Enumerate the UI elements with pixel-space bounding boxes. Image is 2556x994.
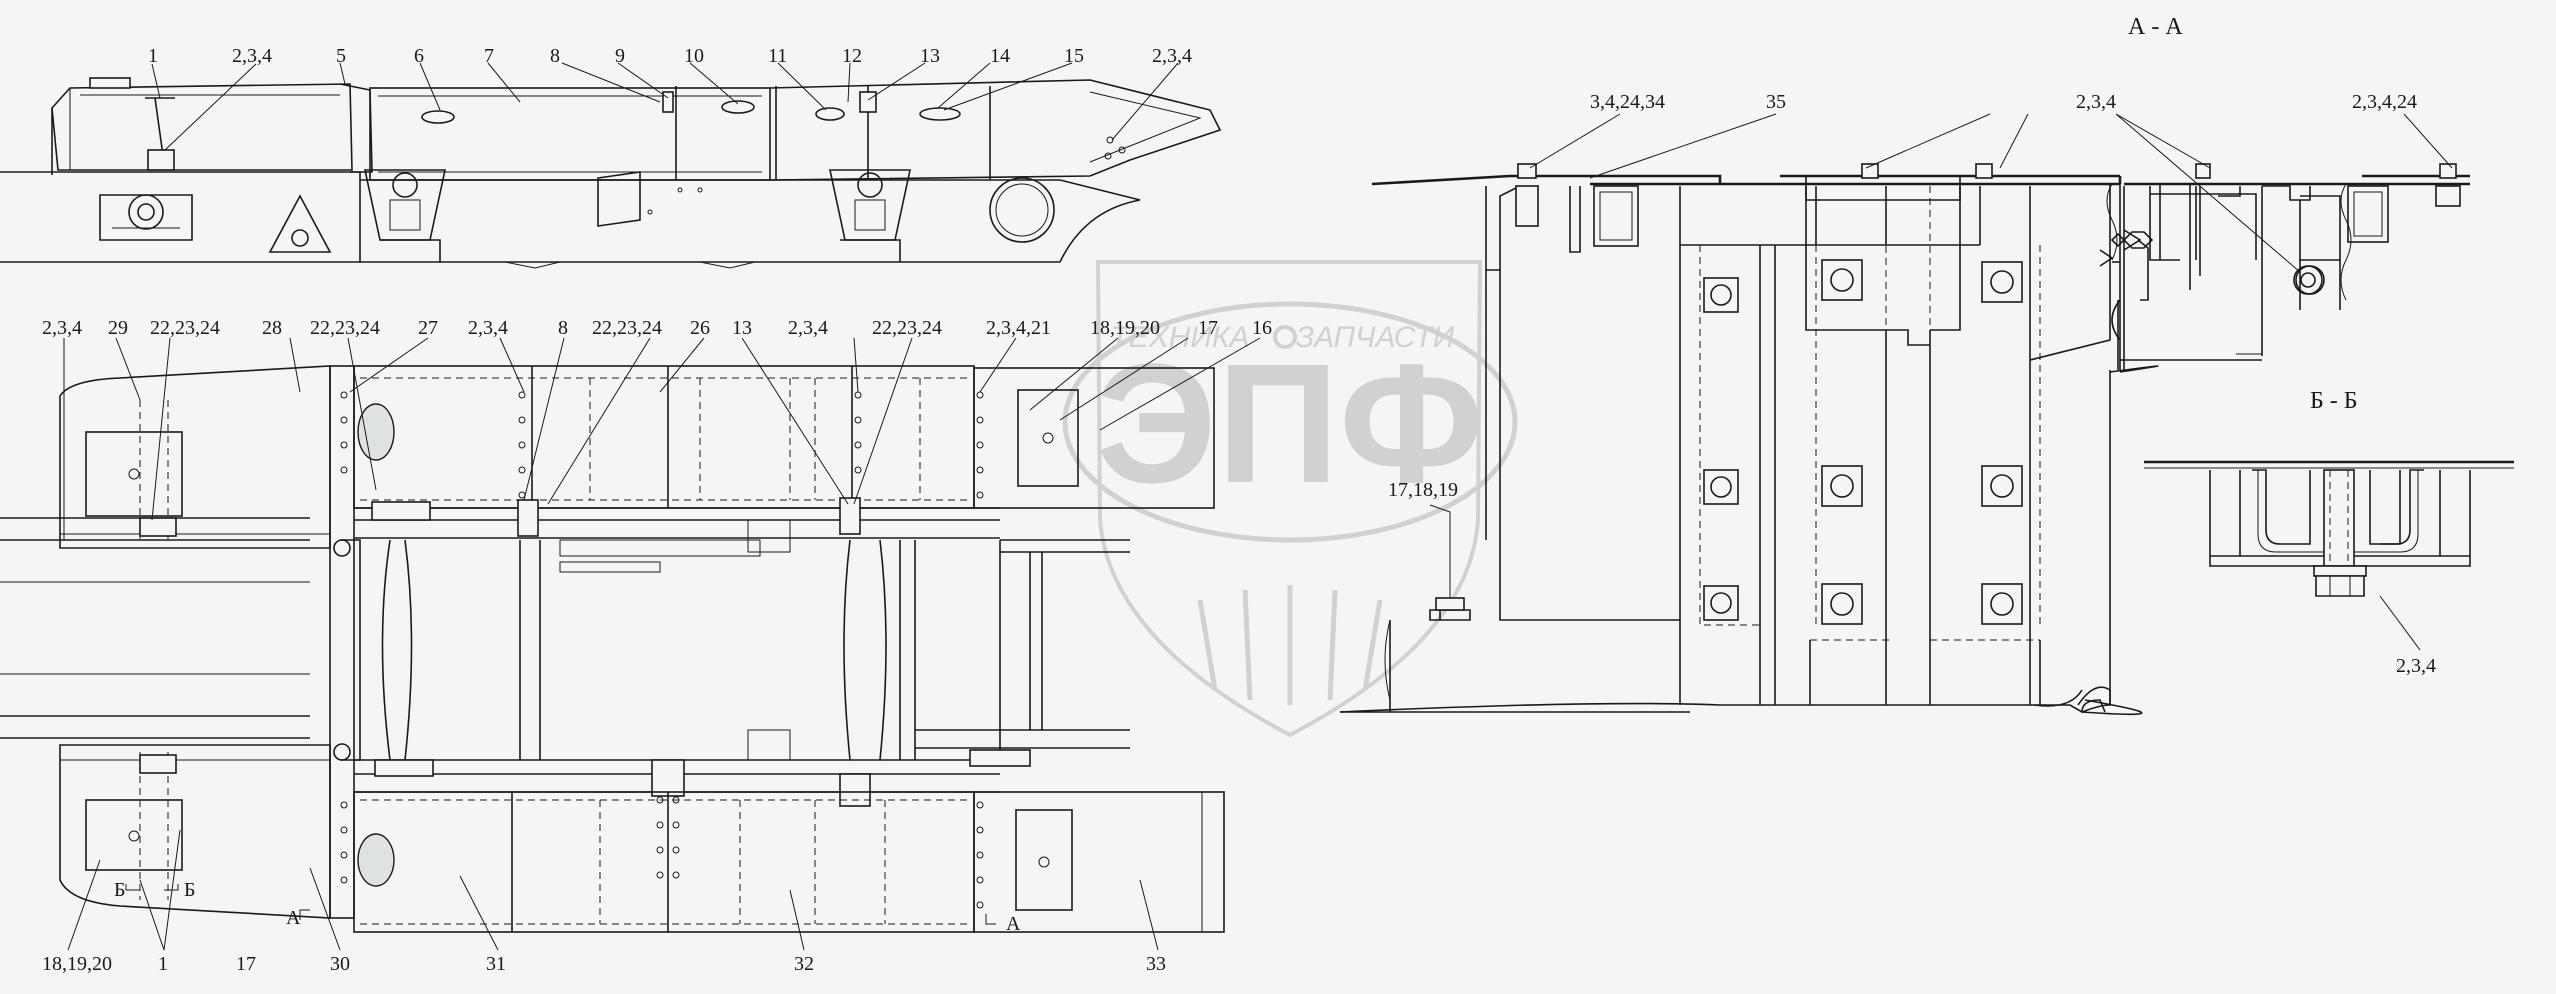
section-a-bolts (1703, 163, 2023, 625)
plan-callout-31: 31 (486, 953, 506, 975)
gear-icon (1273, 325, 1297, 349)
section-b-b-title: Б - Б (2310, 388, 2358, 414)
bb-callout-2-3-4: 2,3,4 (2396, 655, 2436, 677)
plan-callout-32: 32 (794, 953, 814, 975)
section-a-a: А - А (1339, 14, 2470, 716)
plan-callout-2-3-4-c: 2,3,4 (788, 317, 828, 339)
plan-callout-27: 27 (418, 317, 438, 339)
mount-center-right (829, 169, 911, 262)
plan-callout-17-a: 17 (1198, 317, 1218, 339)
aa-callout-3-4-24-34: 3,4,24,34 (1590, 91, 1665, 113)
callout-8: 8 (550, 45, 560, 67)
plan-callout-13: 13 (732, 317, 752, 339)
callout-2-3-4-right: 2,3,4 (1152, 45, 1192, 67)
callout-15: 15 (1064, 45, 1084, 67)
section-mark-b-right: Б (184, 879, 195, 901)
callout-10: 10 (684, 45, 704, 67)
mount-left (99, 194, 193, 241)
callout-7: 7 (484, 45, 494, 67)
plan-callout-18-19-20-a: 18,19,20 (1090, 317, 1160, 339)
watermark-brand: ЭПФ (1096, 329, 1484, 519)
plan-view (0, 365, 1225, 933)
plan-callout-2-3-4-b: 2,3,4 (468, 317, 508, 339)
plan-callout-1: 1 (158, 953, 168, 975)
plan-callout-8: 8 (558, 317, 568, 339)
callout-5: 5 (336, 45, 346, 67)
plan-callout-18-19-20-b: 18,19,20 (42, 953, 112, 975)
wheat-icon (1197, 585, 1383, 705)
callout-13: 13 (920, 45, 940, 67)
callout-9: 9 (615, 45, 625, 67)
section-mark-a-left: А (286, 907, 301, 929)
section-mark-a-right: А (1006, 913, 1021, 935)
top-view-labels: 1 2,3,4 5 6 7 8 9 10 11 12 13 14 15 2,3,… (148, 45, 1192, 151)
callout-6: 6 (414, 45, 424, 67)
plan-callout-29: 29 (108, 317, 128, 339)
plan-callout-30: 30 (330, 953, 350, 975)
aa-callout-2-3-4-24: 2,3,4,24 (2352, 91, 2417, 113)
plan-callout-22-23-24-b: 22,23,24 (310, 317, 380, 339)
watermark: ЭПФ ТЕХНИКА ЗАПЧАСТИ (1062, 260, 1518, 738)
watermark-word-left: ТЕХНИКА (1110, 321, 1249, 354)
plan-callout-16: 16 (1252, 317, 1272, 339)
mount-triangle (268, 194, 332, 253)
section-a-a-labels: 3,4,24,34 35 2,3,4 2,3,4,24 (1529, 91, 2453, 273)
plan-callout-33: 33 (1146, 953, 1166, 975)
plan-callout-28: 28 (262, 317, 282, 339)
plan-callout-2-3-4-a: 2,3,4 (42, 317, 82, 339)
side-elevation-view (0, 77, 1222, 269)
plan-callout-22-23-24-a: 22,23,24 (150, 317, 220, 339)
plan-callout-22-23-24-c: 22,23,24 (592, 317, 662, 339)
callout-12: 12 (842, 45, 862, 67)
plan-callout-17-b: 17 (236, 953, 256, 975)
plan-callout-26: 26 (690, 317, 710, 339)
section-mark-b-left: Б (114, 879, 125, 901)
section-a-a-title: А - А (2128, 14, 2183, 40)
plan-callout-2-3-4-21: 2,3,4,21 (986, 317, 1051, 339)
aa-callout-35: 35 (1766, 91, 1786, 113)
aa-callout-2-3-4: 2,3,4 (2076, 91, 2116, 113)
callout-11: 11 (768, 45, 787, 67)
mount-center-left (364, 169, 446, 262)
callout-14: 14 (990, 45, 1010, 67)
callout-1: 1 (148, 45, 158, 67)
plan-callout-22-23-24-d: 22,23,24 (872, 317, 942, 339)
section-b-b: Б - Б 2,3,4 (2144, 388, 2514, 677)
plan-callout-17-18-19: 17,18,19 (1388, 479, 1458, 501)
plan-view-labels: 2,3,4 29 22,23,24 28 22,23,24 27 2,3,4 8… (42, 317, 1458, 975)
watermark-word-right: ЗАПЧАСТИ (1296, 321, 1455, 354)
callout-2-3-4: 2,3,4 (232, 45, 272, 67)
